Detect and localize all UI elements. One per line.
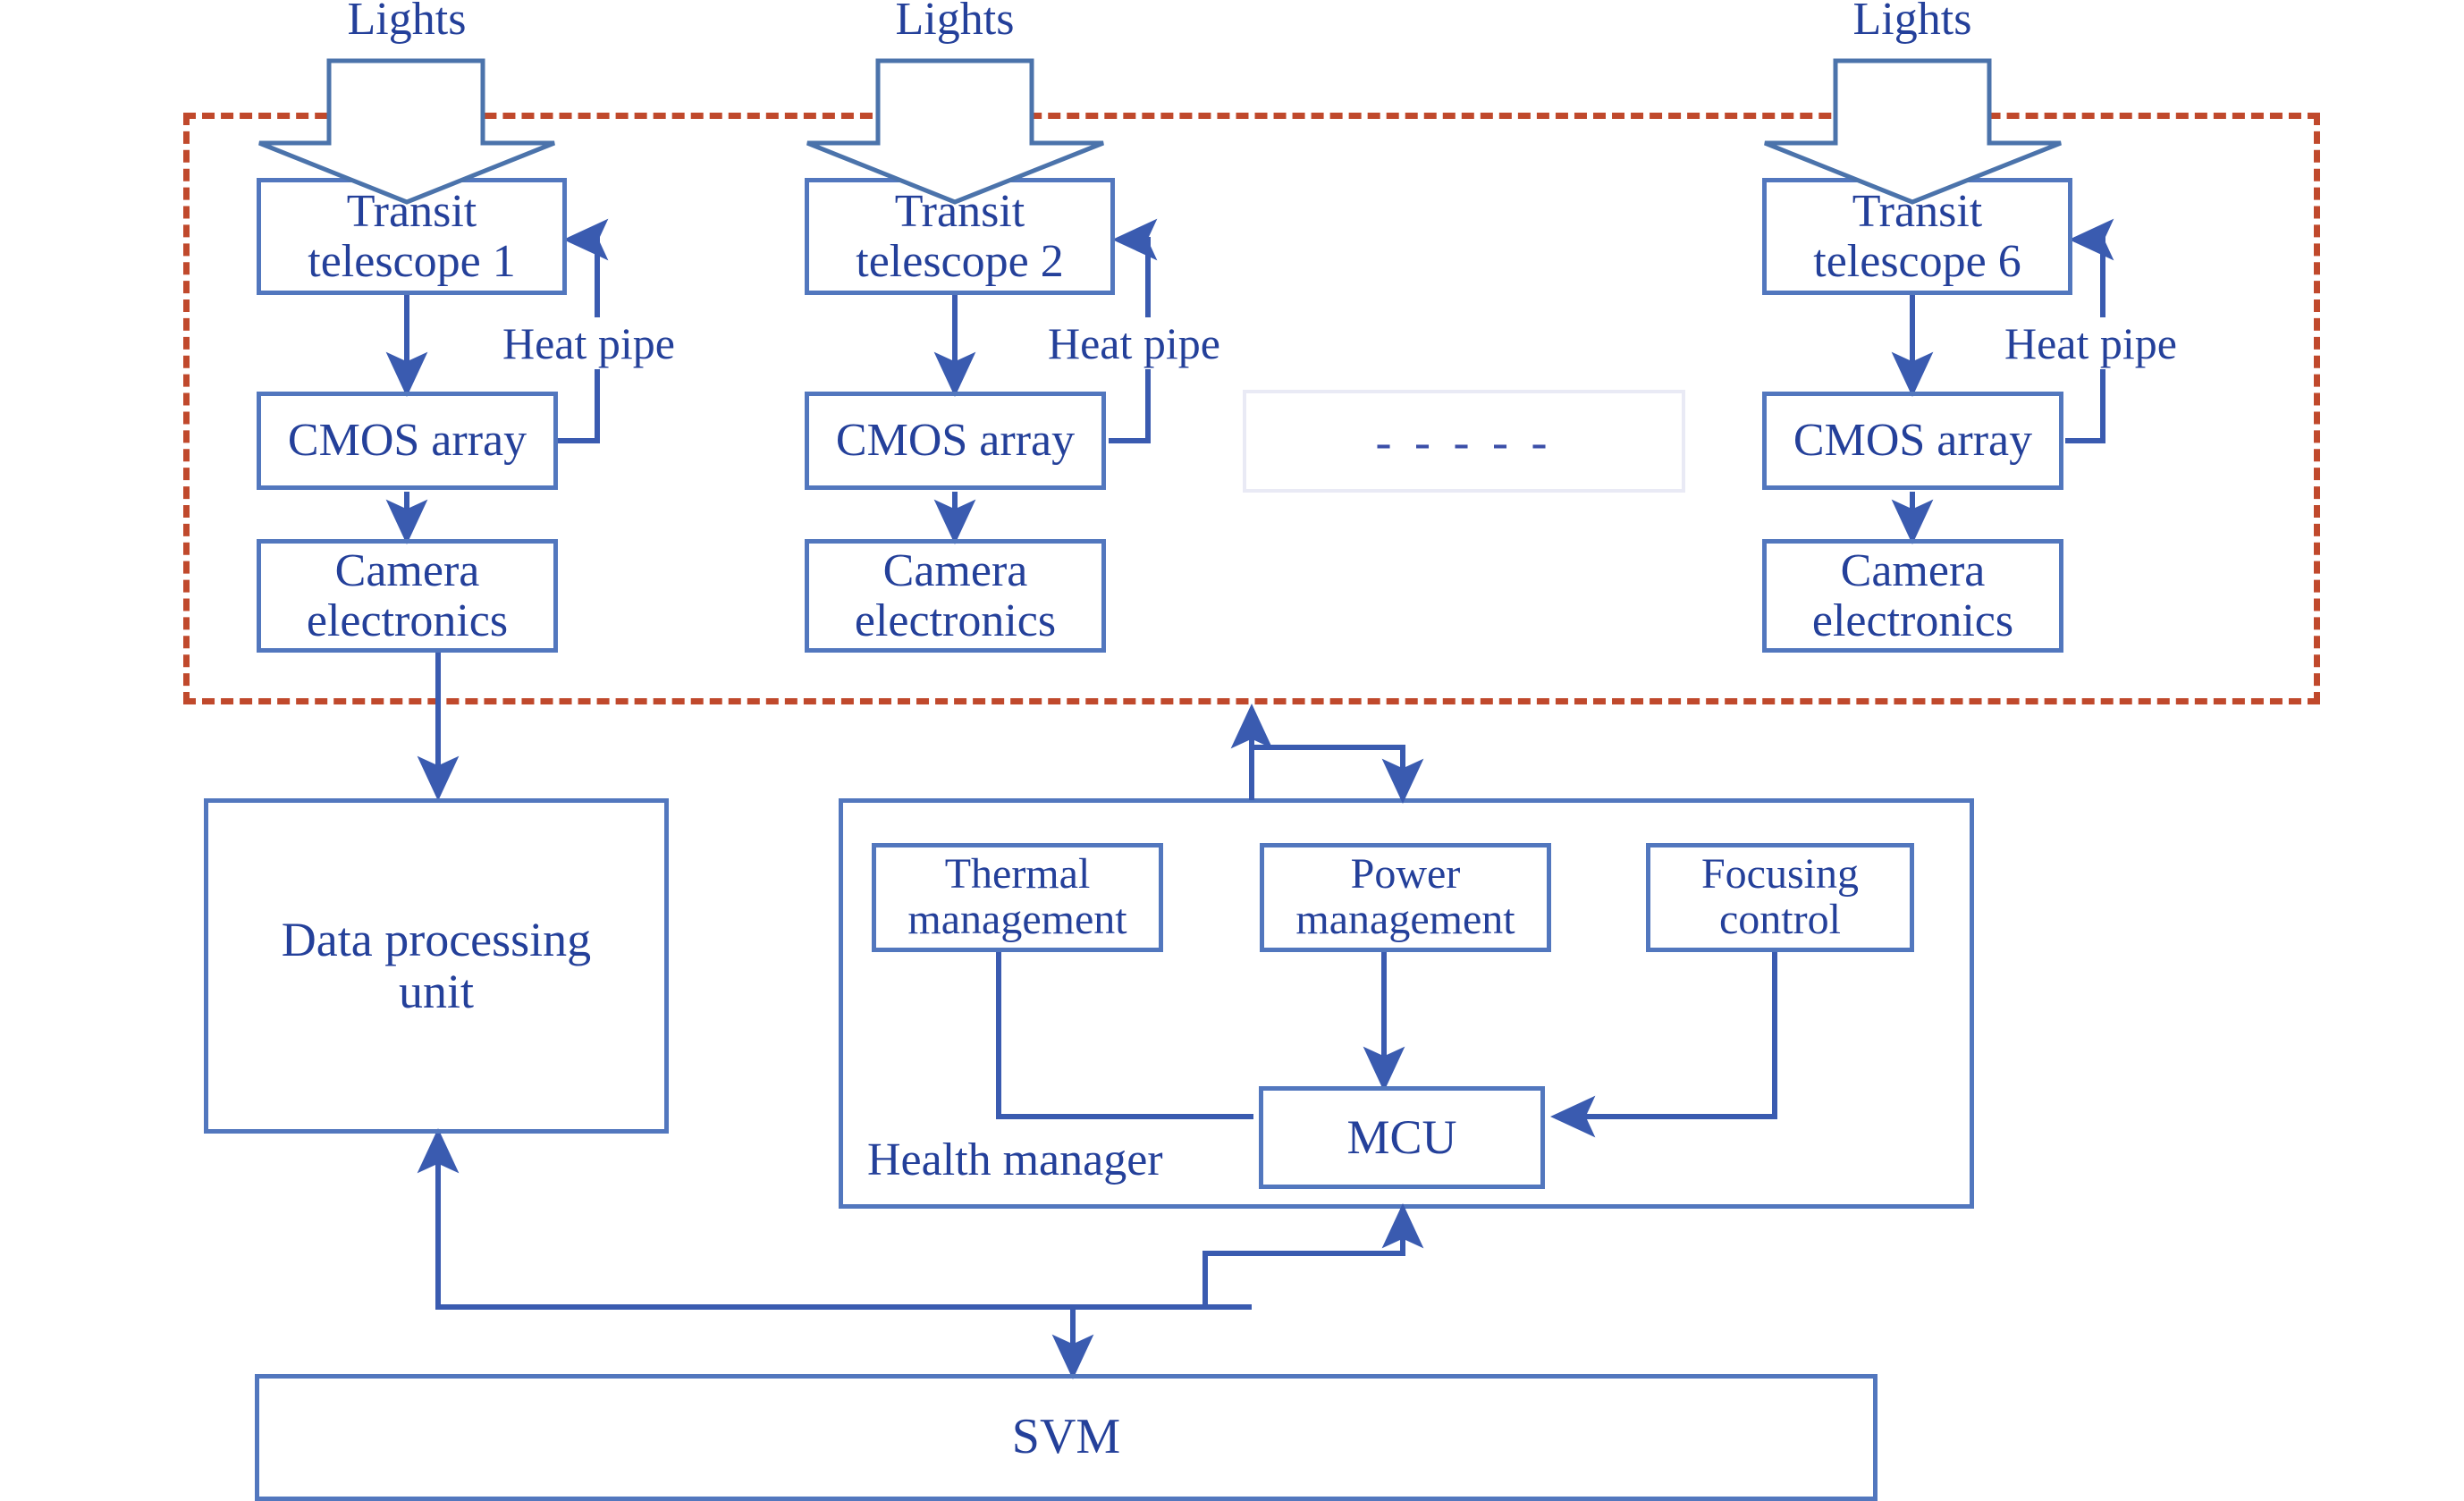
mcu-label: MCU	[1346, 1109, 1457, 1164]
mcu-box[interactable]: MCU	[1259, 1086, 1545, 1189]
svm-label: SVM	[1011, 1409, 1121, 1465]
camera-electronics-6-label: Camera electronics	[1811, 545, 2014, 646]
thermal-management-label: Thermal management	[907, 850, 1127, 943]
transit-telescope-2-box[interactable]: Transit telescope 2	[805, 178, 1115, 295]
transit-telescope-6-label: Transit telescope 6	[1813, 186, 2021, 287]
health-manager-caption: Health manager	[863, 1134, 1168, 1186]
cmos-array-6-box[interactable]: CMOS array	[1762, 392, 2063, 490]
camera-electronics-2-label: Camera electronics	[854, 545, 1057, 646]
data-processing-unit-box[interactable]: Data processing unit	[204, 798, 669, 1134]
cmos-array-1-box[interactable]: CMOS array	[257, 392, 558, 490]
transit-telescope-1-label: Transit telescope 1	[308, 186, 516, 287]
lights-label-6: Lights	[1852, 0, 1972, 45]
focusing-control-box[interactable]: Focusing control	[1646, 843, 1914, 952]
svm-box[interactable]: SVM	[255, 1374, 1878, 1501]
cmos-array-2-box[interactable]: CMOS array	[805, 392, 1106, 490]
heat-pipe-label-6: Heat pipe	[2001, 317, 2181, 369]
camera-electronics-6-box[interactable]: Camera electronics	[1762, 539, 2063, 653]
power-management-box[interactable]: Power management	[1260, 843, 1551, 952]
transit-telescope-6-box[interactable]: Transit telescope 6	[1762, 178, 2072, 295]
focusing-control-label: Focusing control	[1700, 850, 1859, 943]
payload-enclosure-boundary	[183, 113, 2320, 704]
thermal-management-box[interactable]: Thermal management	[872, 843, 1163, 952]
cmos-array-6-label: CMOS array	[1793, 415, 2033, 467]
data-processing-unit-label: Data processing unit	[281, 913, 592, 1018]
cmos-array-2-label: CMOS array	[835, 415, 1076, 467]
transit-telescope-1-box[interactable]: Transit telescope 1	[257, 178, 567, 295]
lights-label-1: Lights	[347, 0, 467, 45]
transit-telescope-2-label: Transit telescope 2	[856, 186, 1064, 287]
camera-electronics-2-box[interactable]: Camera electronics	[805, 539, 1106, 653]
camera-electronics-1-label: Camera electronics	[306, 545, 509, 646]
ellipsis-placeholder: - - - - -	[1243, 390, 1685, 493]
power-management-label: Power management	[1295, 850, 1515, 943]
lights-label-2: Lights	[895, 0, 1015, 45]
camera-electronics-1-box[interactable]: Camera electronics	[257, 539, 558, 653]
heat-pipe-label-2: Heat pipe	[1044, 317, 1224, 369]
heat-pipe-label-1: Heat pipe	[499, 317, 679, 369]
cmos-array-1-label: CMOS array	[287, 415, 527, 467]
ellipsis-label: - - - - -	[1375, 414, 1553, 468]
